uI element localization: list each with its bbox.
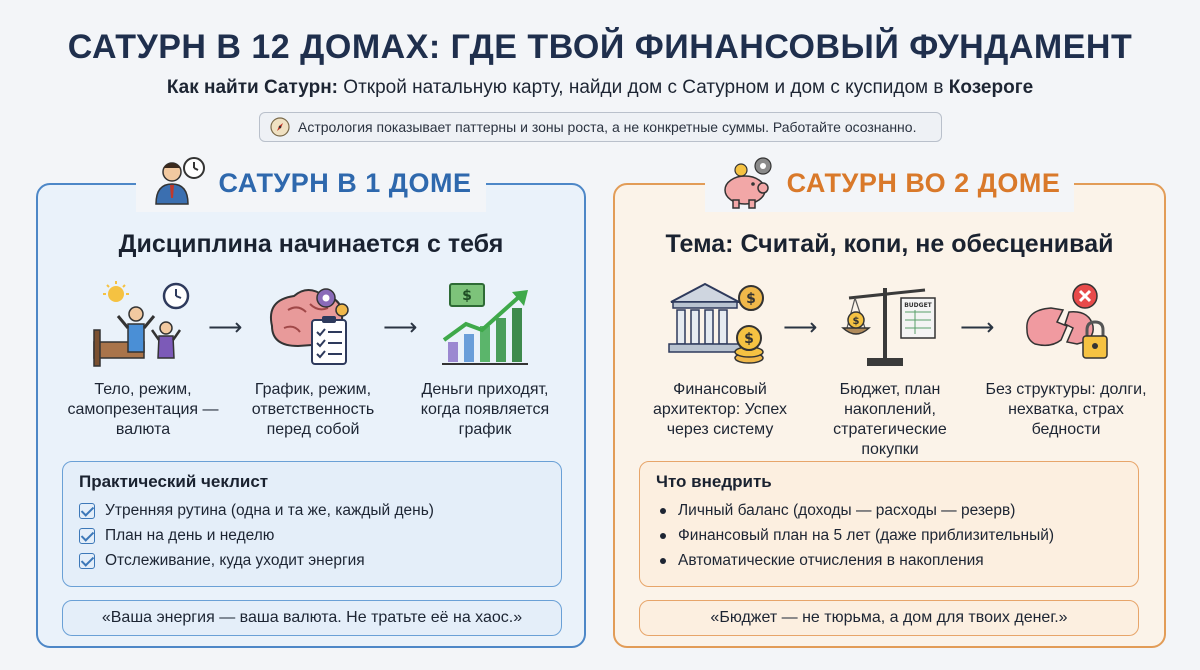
checklist-title: Практический чеклист [79,472,269,491]
panel-header: САТУРН ВО 2 ДОМЕ [615,153,1164,213]
list-item: Автоматические отчисления в накопления [656,548,1122,573]
list-item: Личный баланс (доходы — расходы — резерв… [656,498,1122,523]
subtitle: Как найти Сатурн: Открой натальную карту… [0,77,1200,99]
step-1: $ $ Финансовый архитектор: Успех через с… [635,280,805,440]
checklist-box: Практический чеклист Утренняя рутина (од… [62,461,562,587]
panel-heading: Тема: Считай, копи, не обесценивай [665,230,1114,258]
body-routine-icon [93,281,190,367]
bullet-icon [660,557,666,564]
bullet-icon [660,507,666,514]
note-text: Астрология показывает паттерны и зоны ро… [298,119,917,135]
panel-saturn-house-1: САТУРН В 1 ДОМЕ Дисциплина начинается с … [36,154,586,648]
todo-box: Что внедрить Личный баланс (доходы — рас… [639,461,1139,587]
subtitle-end: Козероге [948,77,1034,98]
step-caption: График, режим, ответственность перед соб… [251,381,375,438]
checklist-item: Утренняя рутина (одна и та же, каждый де… [79,498,545,523]
arrow-icon: ⟶ [960,314,995,341]
step-caption: Деньги приходят, когда появляется график [420,381,550,438]
arrow-icon: ⟶ [383,314,418,341]
arrow-icon: ⟶ [208,314,243,341]
panel-heading: Дисциплина начинается с тебя [118,230,504,258]
checkbox-icon [79,502,95,519]
checklist-item-text: План на день и неделю [105,527,275,544]
step-3: Без структуры: долги, нехватка, страх бе… [981,280,1151,440]
scales-budget-icon: $ BUDGET [841,288,936,366]
broken-piggy-lock-icon [1026,283,1108,359]
disclaimer-note: Астрология показывает паттерны и зоны ро… [259,112,942,142]
svg-text:$: $ [744,331,754,347]
step-2: $ BUDGET Бюджет, план накоплений, страте… [805,280,975,460]
page-title: САТУРН В 12 ДОМАХ: ГДЕ ТВОЙ ФИНАНСОВЫЙ Ф… [67,28,1133,66]
panel-header: САТУРН В 1 ДОМЕ [38,153,584,213]
step-1: Тело, режим, самопрезентация — валюта [58,280,228,440]
svg-text:$: $ [746,291,756,307]
growth-chart-icon: $ [442,283,528,365]
checkbox-icon [79,552,95,569]
list-item-text: Личный баланс (доходы — расходы — резерв… [678,502,1016,519]
bullet-icon [660,532,666,539]
person-clock-icon [155,157,206,205]
budget-sheet-label: BUDGET [904,302,932,309]
list-item-text: Финансовый план на 5 лет (даже приблизит… [678,527,1055,544]
compass-icon [270,117,290,137]
panel-label: САТУРН ВО 2 ДОМЕ [786,167,1061,198]
subtitle-text: Открой натальную карту, найди дом с Сату… [338,77,949,98]
panel-saturn-house-2: САТУРН ВО 2 ДОМЕ Тема: Считай, копи, не … [613,154,1166,648]
step-caption: Без структуры: долги, нехватка, страх бе… [985,381,1147,438]
step-3: $ Деньги приходят, когда появляется граф… [400,280,570,440]
step-caption: Финансовый архитектор: Успех через систе… [653,381,787,438]
step-2: График, режим, ответственность перед соб… [228,280,398,440]
checklist-item: Отслеживание, куда уходит энергия [79,548,545,573]
checklist-item-text: Отслеживание, куда уходит энергия [105,552,365,569]
quote-box: «Бюджет — не тюрьма, а дом для твоих ден… [639,600,1139,636]
panel-label: САТУРН В 1 ДОМЕ [218,167,472,198]
checklist-item-text: Утренняя рутина (одна и та же, каждый де… [105,502,434,519]
quote-box: «Ваша энергия — ваша валюта. Не тратьте … [62,600,562,636]
checklist-item: План на день и неделю [79,523,545,548]
svg-text:$: $ [853,316,860,327]
checkbox-icon [79,527,95,544]
svg-text:$: $ [462,288,472,304]
list-item: Финансовый план на 5 лет (даже приблизит… [656,523,1122,548]
list-item-text: Автоматические отчисления в накопления [678,552,984,569]
todo-title: Что внедрить [656,472,772,491]
bank-coins-icon: $ $ [668,282,764,364]
step-caption: Бюджет, план накоплений, стратегические … [833,381,947,458]
brain-gears-icon [270,288,349,365]
subtitle-bold: Как найти Сатурн: [166,77,339,98]
piggy-bank-gear-icon [723,157,772,209]
arrow-icon: ⟶ [783,314,818,341]
step-caption: Тело, режим, самопрезентация — валюта [67,381,219,438]
